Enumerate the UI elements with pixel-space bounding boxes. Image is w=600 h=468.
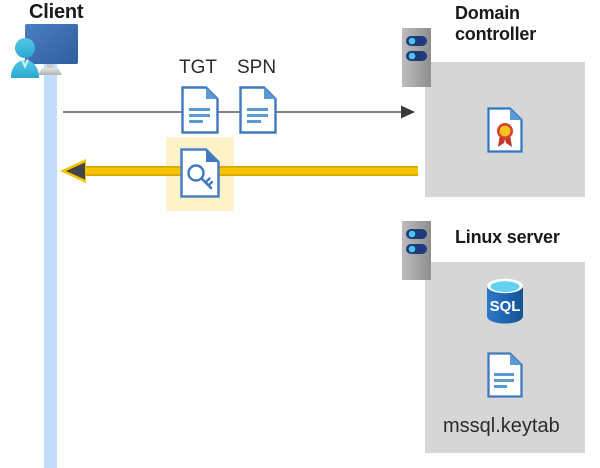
- tgt-label: TGT: [179, 57, 217, 78]
- sql-database-icon: SQL: [484, 277, 526, 325]
- domain-controller-title-line2: controller: [455, 24, 537, 44]
- server-rack-icon: [402, 221, 434, 283]
- linux-server-title: Linux server: [455, 227, 560, 247]
- server-rack-icon: [402, 28, 434, 90]
- spn-label: SPN: [237, 57, 277, 78]
- response-arrow-left: [60, 158, 418, 184]
- key-document-icon: [180, 148, 220, 198]
- client-title: Client: [29, 1, 84, 23]
- keytab-document-icon: [487, 352, 523, 398]
- spn-document-icon: [239, 86, 277, 134]
- certificate-document-icon: [487, 107, 523, 153]
- tgt-document-icon: [181, 86, 219, 134]
- workstation-user-icon: [8, 23, 86, 85]
- client-lifeline: [44, 62, 57, 468]
- keytab-filename-label: mssql.keytab: [443, 415, 560, 437]
- sql-label: SQL: [490, 298, 521, 315]
- request-arrow-right: [63, 105, 415, 119]
- domain-controller-title: Domain controller: [455, 3, 595, 45]
- domain-controller-title-line1: Domain: [455, 3, 520, 23]
